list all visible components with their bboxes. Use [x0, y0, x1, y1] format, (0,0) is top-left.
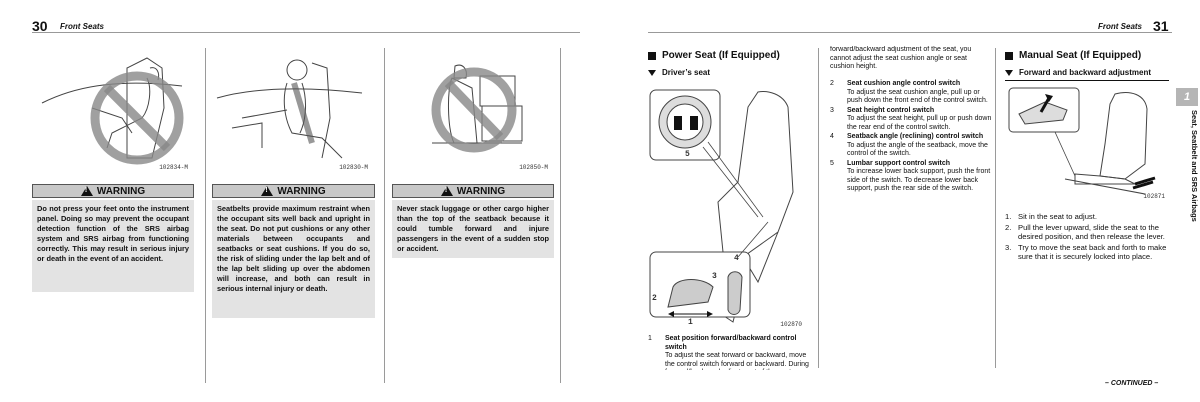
step-number: 1.	[1005, 212, 1012, 221]
item-text: To increase lower back support, push the…	[847, 168, 991, 192]
section-square-icon	[1005, 51, 1013, 60]
item-text: To adjust the seat forward or backward, …	[665, 352, 809, 370]
callout-3: 3	[712, 272, 717, 281]
left-page-header: Front Seats	[60, 22, 105, 31]
step-text: Try to move the seat back and forth to m…	[1018, 242, 1167, 262]
column-divider	[818, 48, 819, 368]
warning-icon	[80, 186, 93, 196]
right-page-number: 31	[1153, 18, 1169, 34]
no-feet-on-panel-figure-icon	[41, 57, 184, 165]
item-text: To adjust the angle of the seatback, mov…	[847, 141, 988, 158]
manual-step-3: 3. Try to move the seat back and forth t…	[1005, 243, 1171, 262]
chapter-tab-label: Seat, Seatbelt and SRS Airbags	[1190, 110, 1199, 222]
column-divider	[384, 48, 385, 383]
figure-seated-upright: 102830-M	[212, 48, 372, 173]
right-page-header: Front Seats	[1098, 22, 1143, 31]
warning-header: WARNING	[32, 184, 194, 198]
warning-icon	[440, 186, 453, 196]
item-number: 2	[830, 80, 834, 87]
right-header-rule	[648, 32, 1172, 33]
item-number: 1	[648, 335, 652, 342]
subtitle-underline	[1005, 80, 1169, 81]
step-number: 3.	[1005, 242, 1012, 252]
figure-code: 102871	[1143, 193, 1165, 200]
column-divider	[205, 48, 206, 383]
callout-4: 4	[734, 254, 739, 263]
power-seat-item-2: 2 Seat cushion angle control switch To a…	[830, 80, 992, 106]
manual-seat-title-text: Manual Seat (If Equipped)	[1019, 50, 1142, 61]
forward-backward-subtitle: Forward and backward adjustment	[1005, 68, 1151, 77]
step-text: Sit in the seat to adjust.	[1018, 212, 1097, 221]
item-title: Seat cushion angle control switch	[847, 80, 961, 87]
callout-5: 5	[685, 150, 690, 159]
item-title: Seat position forward/backward control s…	[665, 335, 797, 351]
triangle-down-icon	[648, 69, 656, 76]
figure-no-luggage-stack: 102850-M	[392, 48, 552, 173]
figure-code: 102850-M	[519, 164, 548, 171]
drivers-seat-subtitle: Driver’s seat	[648, 68, 710, 77]
power-seat-item-4: 4 Seatback angle (reclining) control swi…	[830, 133, 992, 159]
warning-icon	[261, 186, 274, 196]
callout-1: 1	[688, 318, 693, 327]
power-seat-controls-icon	[649, 89, 794, 323]
warning-text: Seatbelts provide maximum restraint when…	[212, 200, 375, 318]
manual-seat-title: Manual Seat (If Equipped)	[1005, 50, 1141, 61]
power-seat-item-1-text: To adjust the seat forward or backward, …	[665, 352, 815, 370]
warning-title: WARNING	[456, 185, 506, 197]
item-number: 3	[830, 106, 834, 114]
item-text: To adjust the seat height, pull up or pu…	[847, 115, 992, 131]
manual-step-1: 1. Sit in the seat to adjust.	[1005, 212, 1171, 222]
power-seat-title: Power Seat (If Equipped)	[648, 50, 780, 61]
no-luggage-stack-figure-icon	[431, 64, 523, 153]
warning-text: Do not press your feet onto the instrume…	[32, 200, 194, 292]
power-seat-items: 2 Seat cushion angle control switch To a…	[830, 80, 992, 195]
drivers-seat-subtitle-text: Driver’s seat	[662, 68, 711, 77]
manual-seat-lever-icon	[1008, 87, 1156, 195]
item-title: Seatback angle (reclining) control switc…	[847, 133, 984, 140]
figure-no-feet-on-panel: 102834-M	[32, 48, 192, 173]
power-seat-figure: 5 1 2 3 4 102870	[648, 82, 808, 330]
column-divider	[560, 48, 561, 383]
warning-text: Never stack luggage or other cargo highe…	[392, 200, 554, 258]
triangle-down-icon	[1005, 69, 1013, 76]
seated-upright-figure-icon	[216, 59, 363, 159]
figure-code: 102834-M	[159, 164, 188, 171]
power-seat-item-3: 3 Seat height control switch To adjust t…	[830, 107, 992, 133]
power-seat-item-5: 5 Lumbar support control switch To incre…	[830, 160, 992, 194]
continued-label: – CONTINUED –	[1105, 380, 1159, 387]
power-seat-item-1-continued: To adjust the seat forward or backward, …	[830, 46, 992, 72]
chapter-tab-number: 1	[1176, 88, 1198, 106]
power-seat-item-1: 1 Seat position forward/backward control…	[648, 335, 813, 353]
item-number: 4	[830, 133, 834, 140]
manual-seat-steps: 1. Sit in the seat to adjust. 2. Pull th…	[1005, 212, 1171, 263]
item-title: Seat height control switch	[847, 106, 935, 114]
manual-seat-figure: 102871	[1005, 84, 1169, 202]
figure-code: 102870	[780, 321, 802, 328]
item-title: Lumbar support control switch	[847, 159, 951, 167]
warning-title: WARNING	[96, 185, 146, 197]
item-number: 5	[830, 159, 834, 167]
step-number: 2.	[1005, 222, 1012, 232]
step-text: Pull the lever upward, slide the seat to…	[1018, 222, 1165, 242]
power-seat-title-text: Power Seat (If Equipped)	[662, 50, 780, 61]
warning-header: WARNING	[392, 184, 554, 198]
warning-title: WARNING	[277, 185, 326, 197]
callout-2: 2	[652, 294, 657, 303]
item-text-continued: To adjust the seat forward or backward, …	[830, 46, 972, 70]
left-header-rule	[32, 32, 580, 33]
manual-step-2: 2. Pull the lever upward, slide the seat…	[1005, 223, 1171, 242]
left-page-number: 30	[32, 18, 48, 34]
forward-backward-subtitle-text: Forward and backward adjustment	[1019, 68, 1152, 77]
warning-header: WARNING	[212, 184, 375, 198]
item-text: To adjust the seat cushion angle, pull u…	[847, 88, 988, 105]
section-square-icon	[648, 51, 656, 60]
figure-code: 102830-M	[339, 164, 368, 171]
column-divider	[995, 48, 996, 368]
